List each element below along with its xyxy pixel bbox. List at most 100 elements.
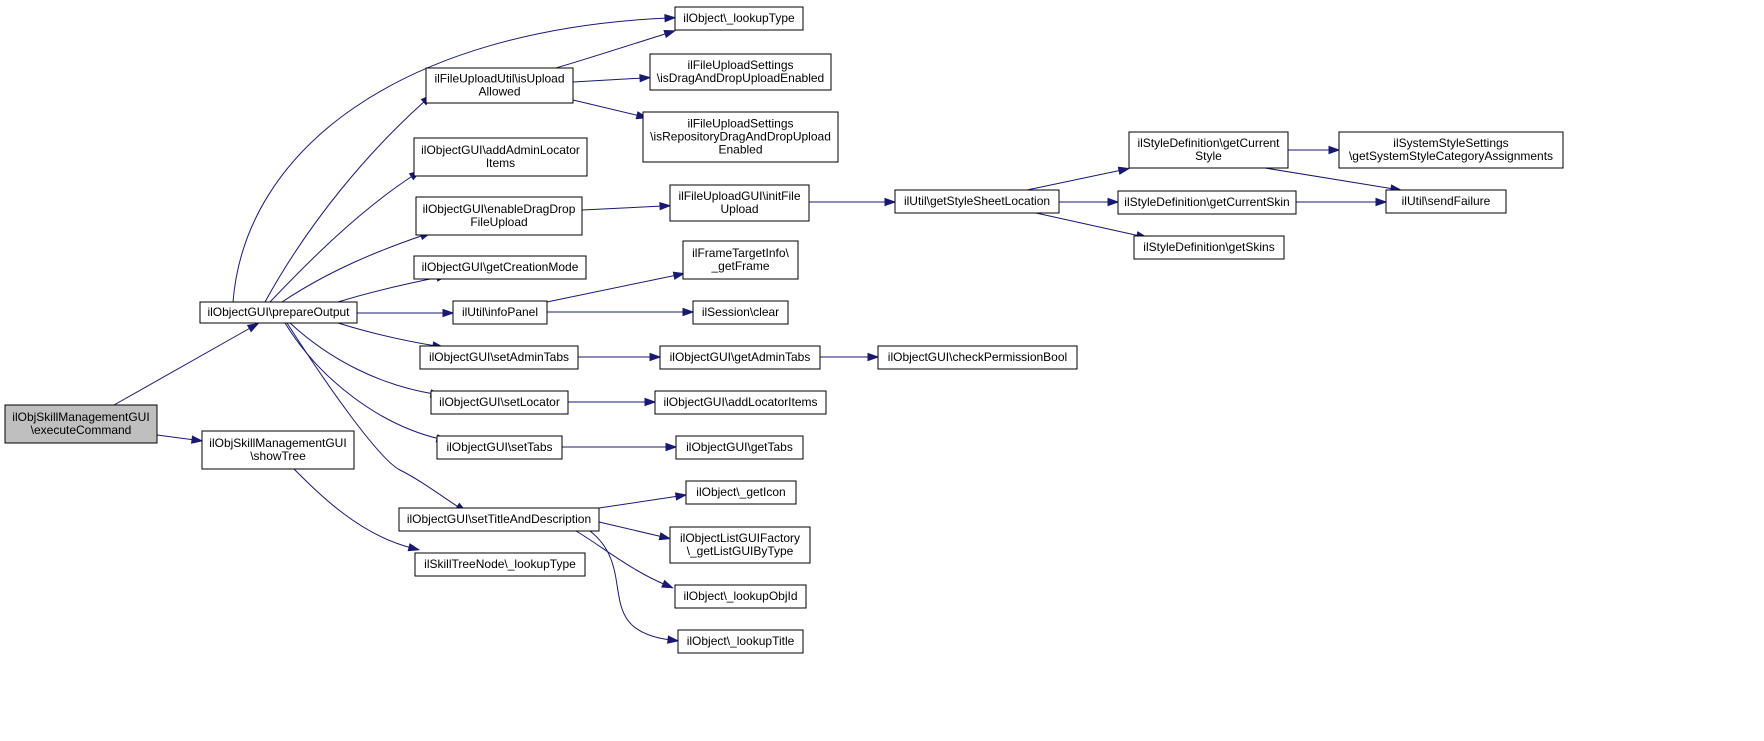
graph-node-n32[interactable]: ilUtil\sendFailure bbox=[1385, 189, 1507, 214]
graph-node-n9[interactable]: ilObjectGUI\setAdminTabs bbox=[419, 345, 579, 370]
node-label: \getSystemStyleCategoryAssignments bbox=[1349, 149, 1553, 163]
node-label: \isDragAndDropUploadEnabled bbox=[657, 71, 824, 85]
node-label: \executeCommand bbox=[31, 423, 132, 437]
graph-node-n1[interactable]: ilObjectGUI\prepareOutput bbox=[199, 301, 358, 324]
graph-node-n27[interactable]: ilObjectGUI\checkPermissionBool bbox=[877, 345, 1078, 370]
node-label: ilStyleDefinition\getCurrentSkin bbox=[1124, 195, 1289, 209]
node-label: \_getListGUIByType bbox=[687, 544, 794, 558]
node-label: ilObject\_lookupTitle bbox=[687, 634, 795, 648]
node-box bbox=[675, 435, 804, 460]
node-label: ilObjectGUI\getTabs bbox=[686, 440, 793, 454]
node-label: ilStyleDefinition\getCurrent bbox=[1137, 136, 1280, 150]
node-label: ilObjectGUI\getAdminTabs bbox=[670, 350, 811, 364]
graph-node-n11[interactable]: ilObjectGUI\setTabs bbox=[436, 435, 563, 460]
node-label: ilSession\clear bbox=[702, 305, 779, 319]
graph-node-n16[interactable]: ilFrameTargetInfo\_getFrame bbox=[682, 240, 799, 280]
graph-node-n8[interactable]: ilUtil\infoPanel bbox=[452, 300, 548, 325]
edge-n28-n31 bbox=[1288, 145, 1341, 155]
graph-node-n14[interactable]: ilFileUploadSettings\isRepositoryDragAnd… bbox=[642, 111, 839, 163]
node-box bbox=[685, 480, 797, 505]
node-box bbox=[877, 345, 1078, 370]
node-label: ilObjectListGUIFactory bbox=[680, 531, 800, 545]
edge-n0-n2 bbox=[156, 434, 204, 444]
node-label: Items bbox=[486, 156, 515, 170]
node-box bbox=[201, 430, 355, 470]
node-box bbox=[419, 345, 579, 370]
graph-node-n29[interactable]: ilStyleDefinition\getCurrentSkin bbox=[1117, 190, 1297, 215]
node-box bbox=[669, 526, 811, 564]
node-box bbox=[414, 552, 586, 577]
node-box bbox=[674, 6, 804, 31]
node-label: ilUtil\getStyleSheetLocation bbox=[904, 194, 1050, 208]
graph-node-n13[interactable]: ilFileUploadSettings\isDragAndDropUpload… bbox=[649, 53, 832, 91]
node-box bbox=[692, 300, 789, 325]
edge-n4-n14 bbox=[572, 99, 649, 120]
node-label: Upload bbox=[720, 202, 758, 216]
edge-n1-n9 bbox=[337, 322, 445, 350]
graph-node-n31[interactable]: ilSystemStyleSettings\getSystemStyleCate… bbox=[1338, 131, 1564, 169]
edge-n26-n29 bbox=[1059, 197, 1120, 207]
node-label: ilObjectGUI\setTitleAndDescription bbox=[407, 512, 591, 526]
node-label: Style bbox=[1195, 149, 1222, 163]
node-label: ilObject\_lookupType bbox=[683, 11, 795, 25]
node-label: _getFrame bbox=[710, 259, 769, 273]
edge-n2-n25 bbox=[293, 468, 421, 552]
edge-n8-n16 bbox=[546, 271, 686, 303]
edge-n4-n3 bbox=[555, 30, 677, 69]
node-label: ilObjectGUI\setLocator bbox=[439, 395, 560, 409]
edge-n9-n18 bbox=[578, 352, 662, 362]
node-box bbox=[649, 53, 832, 91]
node-box bbox=[413, 255, 587, 280]
node-label: ilObjectGUI\enableDragDrop bbox=[423, 202, 576, 216]
graph-node-n18[interactable]: ilObjectGUI\getAdminTabs bbox=[659, 345, 821, 370]
node-box bbox=[199, 301, 358, 324]
edge-n26-n30 bbox=[1035, 212, 1149, 240]
edge-n12-n22 bbox=[598, 521, 672, 541]
node-box bbox=[4, 404, 158, 444]
graph-node-n26[interactable]: ilUtil\getStyleSheetLocation bbox=[894, 189, 1060, 214]
node-label: ilUtil\sendFailure bbox=[1402, 194, 1491, 208]
graph-node-n24[interactable]: ilObject\_lookupTitle bbox=[677, 629, 804, 654]
node-box bbox=[1128, 131, 1289, 169]
graph-node-n0[interactable]: ilObjSkillManagementGUI\executeCommand bbox=[4, 404, 158, 444]
edge-n10-n19 bbox=[568, 397, 657, 407]
node-label: Enabled bbox=[718, 143, 762, 157]
node-box bbox=[1385, 189, 1507, 214]
node-label: ilObjectGUI\setAdminTabs bbox=[429, 350, 569, 364]
graph-node-n3[interactable]: ilObject\_lookupType bbox=[674, 6, 804, 31]
edge-n15-n26 bbox=[809, 197, 897, 207]
graph-node-n19[interactable]: ilObjectGUI\addLocatorItems bbox=[654, 390, 827, 415]
node-label: FileUpload bbox=[470, 215, 527, 229]
node-box bbox=[642, 111, 839, 163]
node-box bbox=[674, 584, 807, 609]
graph-node-n25[interactable]: ilSkillTreeNode\_lookupType bbox=[414, 552, 586, 577]
node-label: ilObjectGUI\setTabs bbox=[446, 440, 552, 454]
graph-node-n7[interactable]: ilObjectGUI\getCreationMode bbox=[413, 255, 587, 280]
node-box bbox=[1117, 190, 1297, 215]
edge-n1-n8 bbox=[357, 308, 455, 318]
edge-n1-n4 bbox=[264, 94, 433, 303]
graph-node-n22[interactable]: ilObjectListGUIFactory\_getListGUIByType bbox=[669, 526, 811, 564]
graph-node-n2[interactable]: ilObjSkillManagementGUI\showTree bbox=[201, 430, 355, 470]
node-box bbox=[682, 240, 799, 280]
edge-n12-n24 bbox=[589, 530, 680, 644]
node-label: ilObject\_lookupObjId bbox=[683, 589, 797, 603]
edge-n12-n23 bbox=[575, 530, 674, 589]
graph-node-n23[interactable]: ilObject\_lookupObjId bbox=[674, 584, 807, 609]
graph-node-n21[interactable]: ilObject\_getIcon bbox=[685, 480, 797, 505]
graph-node-n17[interactable]: ilSession\clear bbox=[692, 300, 789, 325]
edge-n26-n28 bbox=[1026, 166, 1131, 191]
graph-node-n12[interactable]: ilObjectGUI\setTitleAndDescription bbox=[398, 507, 600, 532]
node-label: ilStyleDefinition\getSkins bbox=[1143, 240, 1274, 254]
graph-node-n20[interactable]: ilObjectGUI\getTabs bbox=[675, 435, 804, 460]
node-label: ilSkillTreeNode\_lookupType bbox=[424, 557, 576, 571]
node-label: ilFrameTargetInfo\ bbox=[692, 246, 789, 260]
node-box bbox=[1338, 131, 1564, 169]
graph-node-n30[interactable]: ilStyleDefinition\getSkins bbox=[1133, 235, 1285, 260]
graph-node-n10[interactable]: ilObjectGUI\setLocator bbox=[430, 390, 569, 415]
